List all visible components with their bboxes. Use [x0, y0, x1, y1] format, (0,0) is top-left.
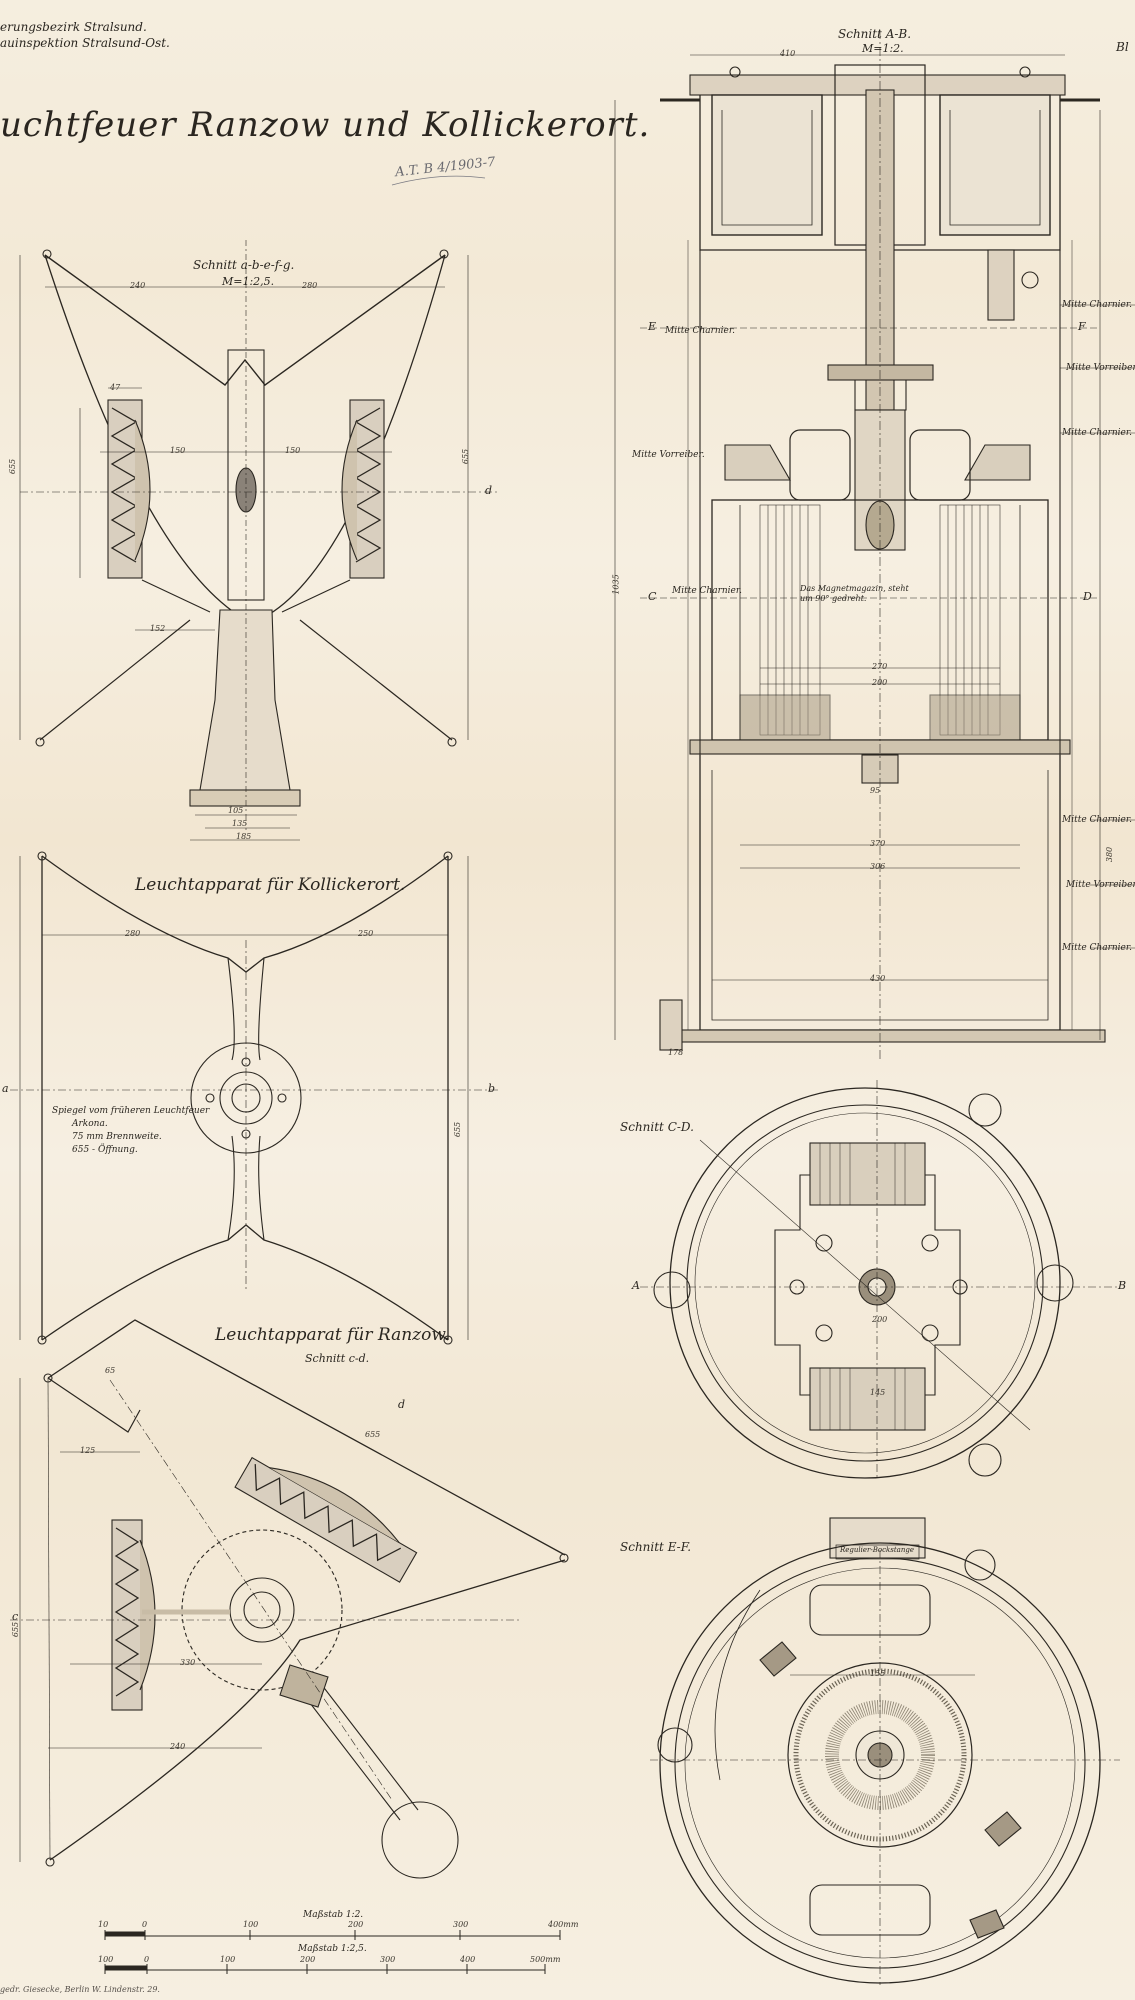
scale-tick: 100	[220, 1955, 236, 1964]
note-mitte-vorreiber: Mitte Vorreiber.	[1066, 880, 1135, 890]
dim-label: 105	[228, 806, 244, 815]
dim-label: 145	[870, 1388, 886, 1397]
point-E-label: E	[648, 320, 657, 333]
scale-bars	[104, 1930, 561, 1974]
note-mitte-charnier: Mitte Charnier.	[1062, 943, 1133, 953]
note-magnet: Das Magnetmagazin, steht um 90° gedreht.	[800, 584, 909, 603]
section-EF-drawing	[650, 1517, 1120, 1985]
section-abefg-caption: Schnitt a-b-e-f-g.	[193, 258, 295, 272]
dim-label: 280	[125, 929, 141, 938]
dim-label: 655	[461, 448, 471, 465]
dim-label: 47	[110, 383, 121, 392]
dim-label: 200	[872, 678, 888, 687]
scale-tick: 300	[453, 1920, 469, 1929]
dim-label: 655	[365, 1430, 381, 1439]
apparat-ranzow-caption: Leuchtapparat für Ranzow.	[215, 1325, 450, 1345]
dim-label: 410	[780, 49, 796, 58]
dim-label: 655	[453, 1121, 463, 1138]
dim-label: 152	[150, 624, 166, 633]
dim-label: 65	[105, 1366, 116, 1375]
scale-tick: 500mm	[530, 1955, 561, 1964]
sheet-corner-label: Bl	[1116, 40, 1129, 54]
header-line1: erungsbezirk Stralsund.	[0, 20, 147, 34]
scale-tick: 100	[98, 1955, 114, 1964]
dim-label: 178	[668, 1048, 684, 1057]
point-c-label: c	[12, 1610, 19, 1623]
point-b-label: b	[488, 1082, 496, 1095]
dim-label: 330	[180, 1658, 196, 1667]
dim-label: 370	[870, 839, 886, 848]
scale-tick: 200	[348, 1920, 364, 1929]
dim-label: 125	[80, 1446, 96, 1455]
section-AB-drawing	[614, 30, 1135, 1060]
note-mitte-charnier: Mitte Charnier.	[672, 586, 743, 596]
mirror-note-line: 655 - Öffnung.	[72, 1145, 138, 1155]
note-mitte-charnier: Mitte Charnier.	[1062, 815, 1133, 825]
scale-tick: 300	[380, 1955, 396, 1964]
dim-label: 185	[236, 832, 252, 841]
apparat-kollickerort-caption: Leuchtapparat für Kollickerort.	[135, 875, 406, 895]
dim-label: 135	[232, 819, 248, 828]
scale-tick: 10	[98, 1920, 109, 1929]
section-CD-drawing	[640, 1080, 1120, 1480]
dim-label: 430	[870, 974, 886, 983]
scale-tick: 400mm	[548, 1920, 579, 1929]
apparat-ranzow-section: Schnitt c-d.	[305, 1352, 370, 1365]
dim-label: 1035	[611, 574, 621, 595]
note-mitte-charnier: Mitte Charnier.	[1062, 300, 1133, 310]
dim-label: 655	[11, 1621, 21, 1638]
point-a-label: a	[2, 1082, 9, 1095]
scale1-label: Maßstab 1:2.	[303, 1910, 364, 1920]
dim-label: 250	[358, 929, 374, 938]
dim-label: 200	[872, 1315, 888, 1324]
dim-label: 380	[1105, 846, 1115, 863]
section-AB-scale: M=1:2.	[862, 42, 904, 55]
mirror-note-line: Arkona.	[72, 1119, 108, 1129]
dim-label: 270	[872, 662, 888, 671]
point-D-label: D	[1083, 590, 1092, 603]
dim-label: 155	[870, 1669, 886, 1678]
scale-tick: 200	[300, 1955, 316, 1964]
mirror-note-line: Spiegel vom früheren Leuchtfeuer	[52, 1106, 210, 1116]
section-AB-caption: Schnitt A-B.	[838, 27, 912, 41]
note-mitte-vorreiber: Mitte Vorreiber.	[1066, 363, 1135, 373]
dim-label: 150	[285, 446, 301, 455]
drawing-title: uchtfeuer Ranzow und Kollickerort.	[0, 105, 651, 145]
note-regulier: Regulier-Bockstange	[840, 1546, 914, 1554]
dim-label: 95	[870, 786, 881, 795]
point-B-label: B	[1118, 1279, 1127, 1292]
section-abefg-drawing	[19, 240, 500, 841]
section-EF-caption: Schnitt E-F.	[620, 1540, 692, 1554]
dim-label: 306	[870, 862, 886, 871]
point-F-label: F	[1078, 320, 1086, 333]
dim-label: 280	[302, 281, 318, 290]
point-d-label: d	[485, 484, 493, 497]
header-line2: auinspektion Stralsund-Ost.	[0, 36, 170, 50]
scale-tick: 100	[243, 1920, 259, 1929]
dim-label: 655	[8, 458, 18, 475]
dim-label: 240	[130, 281, 146, 290]
dim-label: 240	[170, 1742, 186, 1751]
note-mitte-charnier: Mitte Charnier.	[665, 326, 736, 336]
scale-tick: 0	[144, 1955, 150, 1964]
point-C-label: C	[648, 590, 657, 603]
mirror-note-line: 75 mm Brennweite.	[72, 1132, 162, 1142]
point-A-label: A	[632, 1279, 640, 1292]
stamp-underline	[391, 175, 486, 186]
point-d-label: d	[398, 1398, 406, 1411]
scale-tick: 400	[460, 1955, 476, 1964]
note-mitte-vorreiber: Mitte Vorreiber.	[632, 450, 705, 460]
section-abefg-scale: M=1:2,5.	[222, 275, 275, 288]
dim-label: 150	[170, 446, 186, 455]
section-CD-caption: Schnitt C-D.	[620, 1120, 694, 1134]
scale2-label: Maßstab 1:2,5.	[298, 1944, 367, 1954]
note-mitte-charnier: Mitte Charnier.	[1062, 428, 1133, 438]
printer-credit: gedr. Giesecke, Berlin W. Lindenstr. 29.	[0, 1985, 160, 1994]
scale-tick: 0	[142, 1920, 148, 1929]
mirror-note: Spiegel vom früheren Leuchtfeuer Arkona.…	[52, 1105, 209, 1157]
apparat-ranzow-drawing	[10, 1319, 569, 1879]
apparat-kollickerort-drawing	[10, 851, 500, 1345]
